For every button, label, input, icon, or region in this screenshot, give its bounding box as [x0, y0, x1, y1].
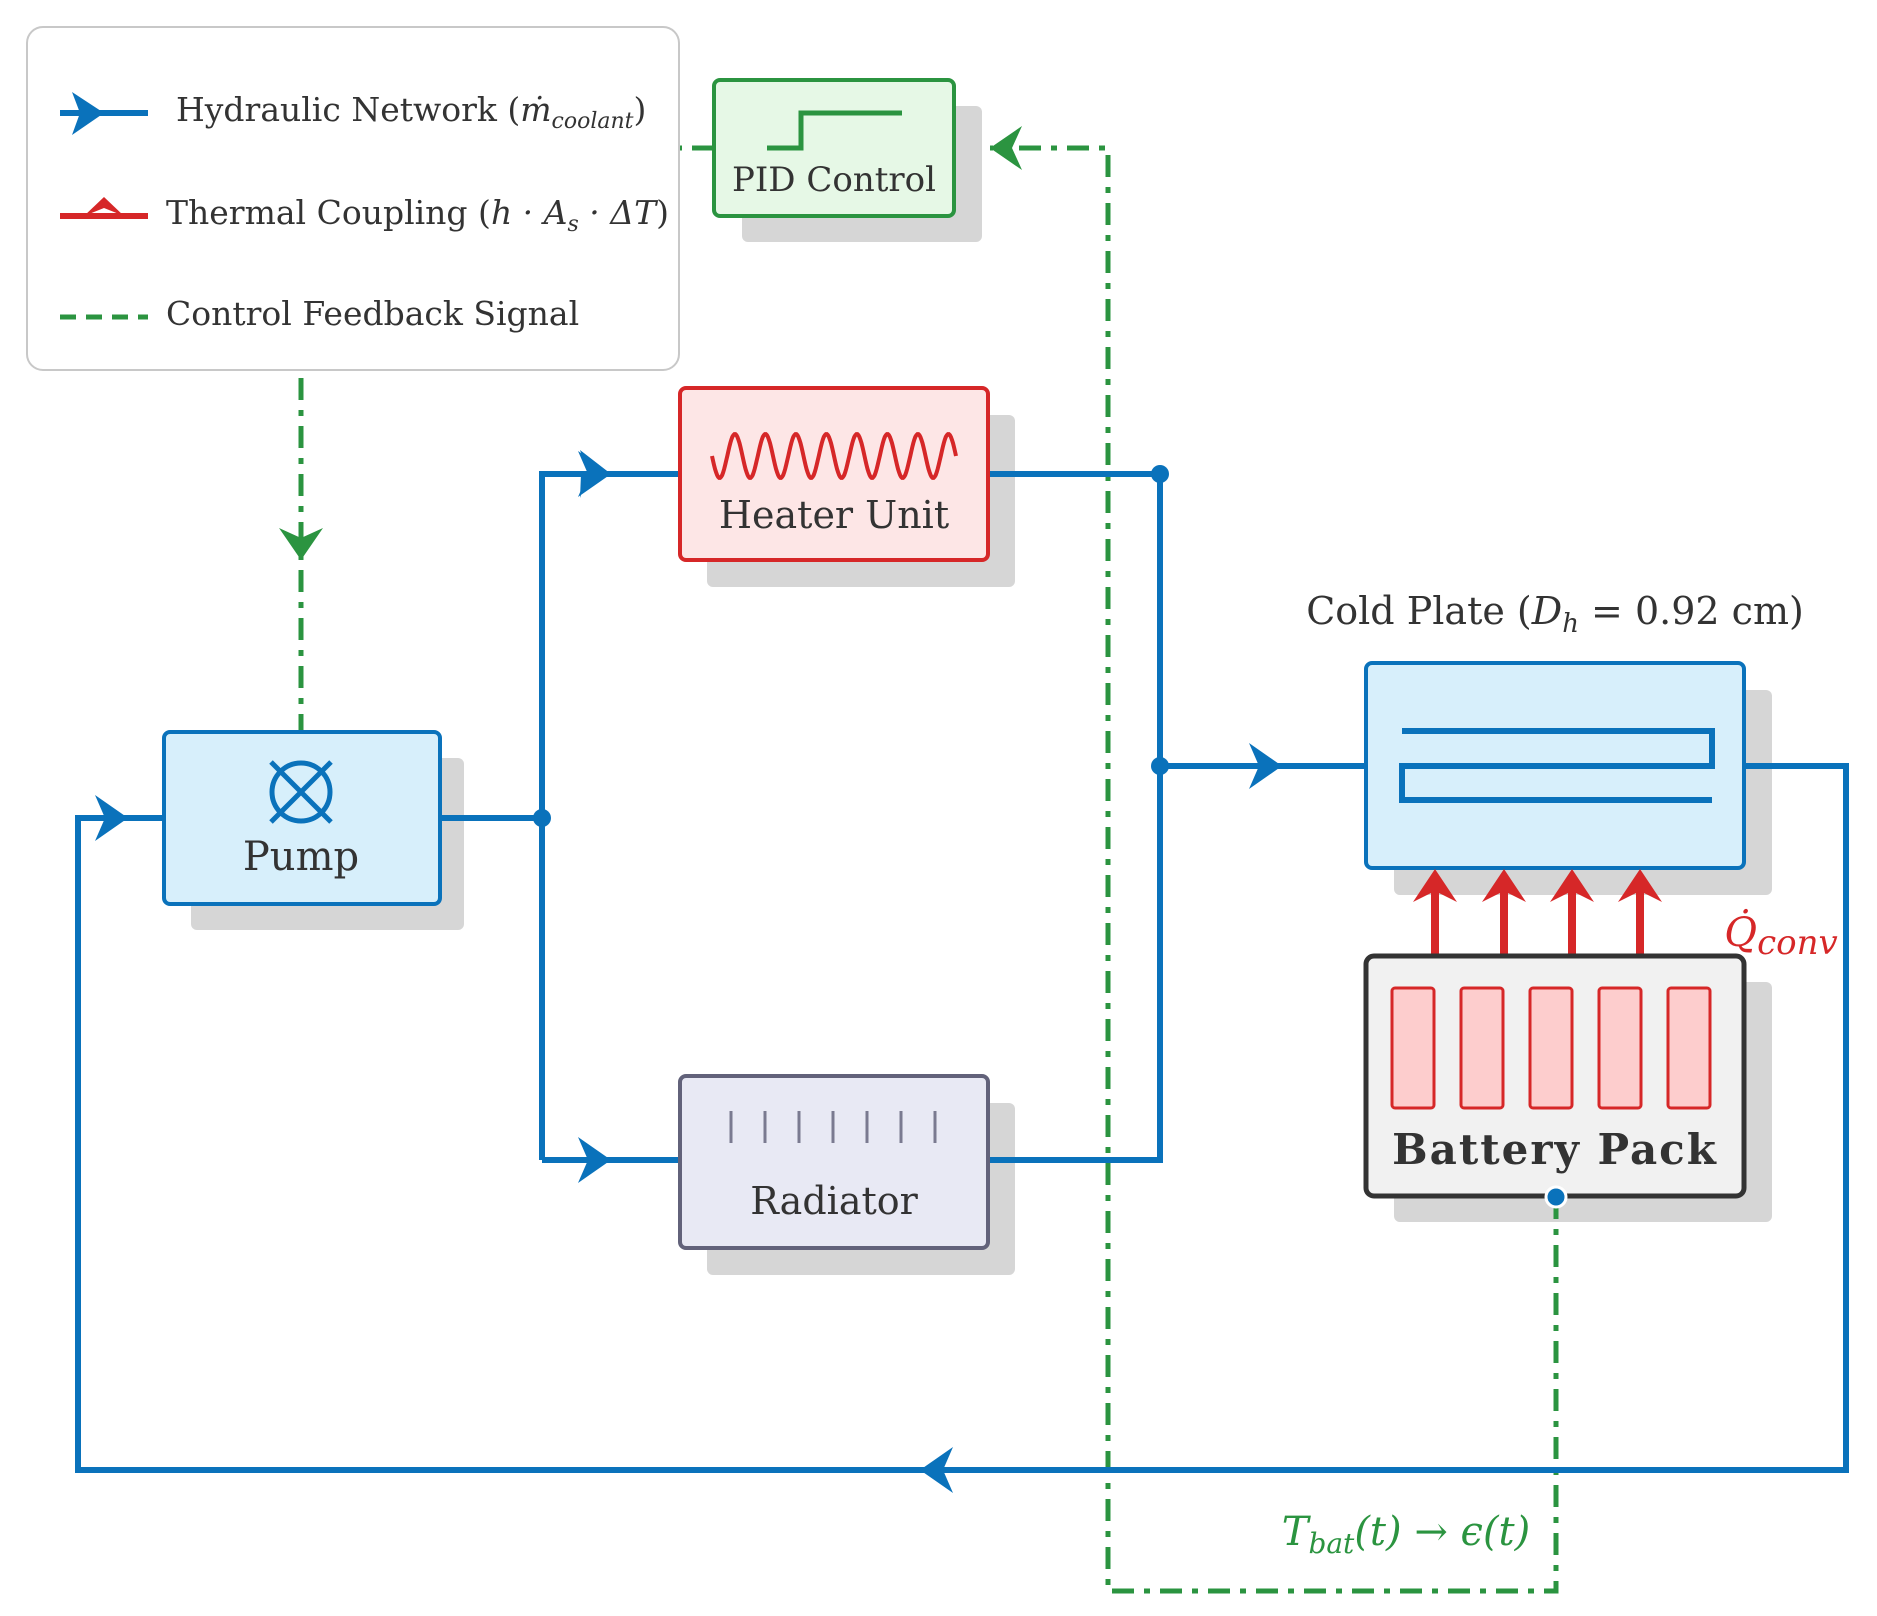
- pump-block: Pump: [162, 730, 442, 906]
- legend-thermal-arrow-icon: [84, 197, 124, 216]
- feedback-signal-line: [990, 145, 1559, 1594]
- flow-arrow-return-icon: [920, 1447, 953, 1493]
- feedback-arrowhead-icon: [990, 126, 1022, 170]
- radiator-fins-icon: [729, 1111, 937, 1143]
- battery-pack-block: Battery Pack: [1363, 953, 1747, 1209]
- cold-plate-label: Cold Plate (Dh = 0.92 cm): [1306, 589, 1804, 639]
- q-conv-label: Q̇conv: [1724, 909, 1837, 963]
- legend-hydraulic-arrow-icon: [72, 92, 104, 135]
- pid-control-block: PID Control: [712, 78, 956, 218]
- flow-arrow-pump-in-icon: [95, 795, 128, 841]
- legend-hydraulic-label: Hydraulic Network (ṁcoolant): [176, 90, 646, 134]
- battery-cell: [1666, 986, 1712, 1110]
- pump-symbol-icon: [269, 760, 333, 824]
- step-response-icon: [767, 110, 902, 151]
- battery-cells: [1390, 986, 1712, 1110]
- legend-thermal-label: Thermal Coupling (h · As · ΔT): [166, 193, 669, 237]
- heater-box: [678, 386, 990, 562]
- hydraulic-network: [75, 450, 1849, 1493]
- temperature-sensor-dot: [1544, 1185, 1568, 1209]
- pump-command-arrow-icon: [279, 528, 323, 560]
- heat-flux-arrowhead-icon: [1413, 869, 1457, 902]
- cold-plate-block: Cold Plate (Dh = 0.92 cm): [1306, 589, 1804, 870]
- pipe-merge: [990, 471, 1163, 1163]
- serpentine-channel-icon: [1399, 728, 1715, 803]
- heater-label: Heater Unit: [719, 493, 949, 537]
- feedback-error-label: Tbat(t) → ϵ(t): [1282, 1509, 1530, 1560]
- junction-split-dot: [533, 809, 551, 827]
- pump-box: [162, 730, 442, 906]
- battery-cell: [1390, 986, 1436, 1110]
- radiator-label: Radiator: [750, 1179, 918, 1223]
- battery-cell: [1459, 986, 1505, 1110]
- flow-arrow-upper-icon: [578, 451, 611, 497]
- thermal-coupling-arrows: [1413, 869, 1662, 956]
- heat-flux-arrowhead-icon: [1482, 869, 1526, 902]
- junction-merge-dot: [1151, 757, 1169, 775]
- pipe-return-loop: [75, 763, 1849, 1473]
- pump-label: Pump: [243, 834, 359, 880]
- battery-cell: [1597, 986, 1643, 1110]
- heat-flux-arrowhead-icon: [1550, 869, 1594, 902]
- pid-label: PID Control: [732, 160, 936, 200]
- flow-arrow-cold-plate-icon: [1249, 743, 1282, 789]
- legend: Hydraulic Network (ṁcoolant) Thermal Cou…: [26, 26, 680, 371]
- junction-heater-dot: [1151, 465, 1169, 483]
- battery-cell: [1528, 986, 1574, 1110]
- radiator-box: [678, 1074, 990, 1250]
- legend-box: [26, 26, 680, 371]
- battery-label: Battery Pack: [1392, 1125, 1718, 1174]
- pipe-split-upper: [539, 471, 680, 1160]
- legend-control-label: Control Feedback Signal: [166, 294, 579, 333]
- heating-coil-icon: [710, 432, 958, 480]
- heat-flux-arrowhead-icon: [1618, 869, 1662, 902]
- heater-block: Heater Unit: [678, 386, 990, 562]
- flow-arrow-lower-icon: [578, 1137, 611, 1183]
- control-signals: [279, 126, 1559, 1594]
- radiator-block: Radiator: [678, 1074, 990, 1250]
